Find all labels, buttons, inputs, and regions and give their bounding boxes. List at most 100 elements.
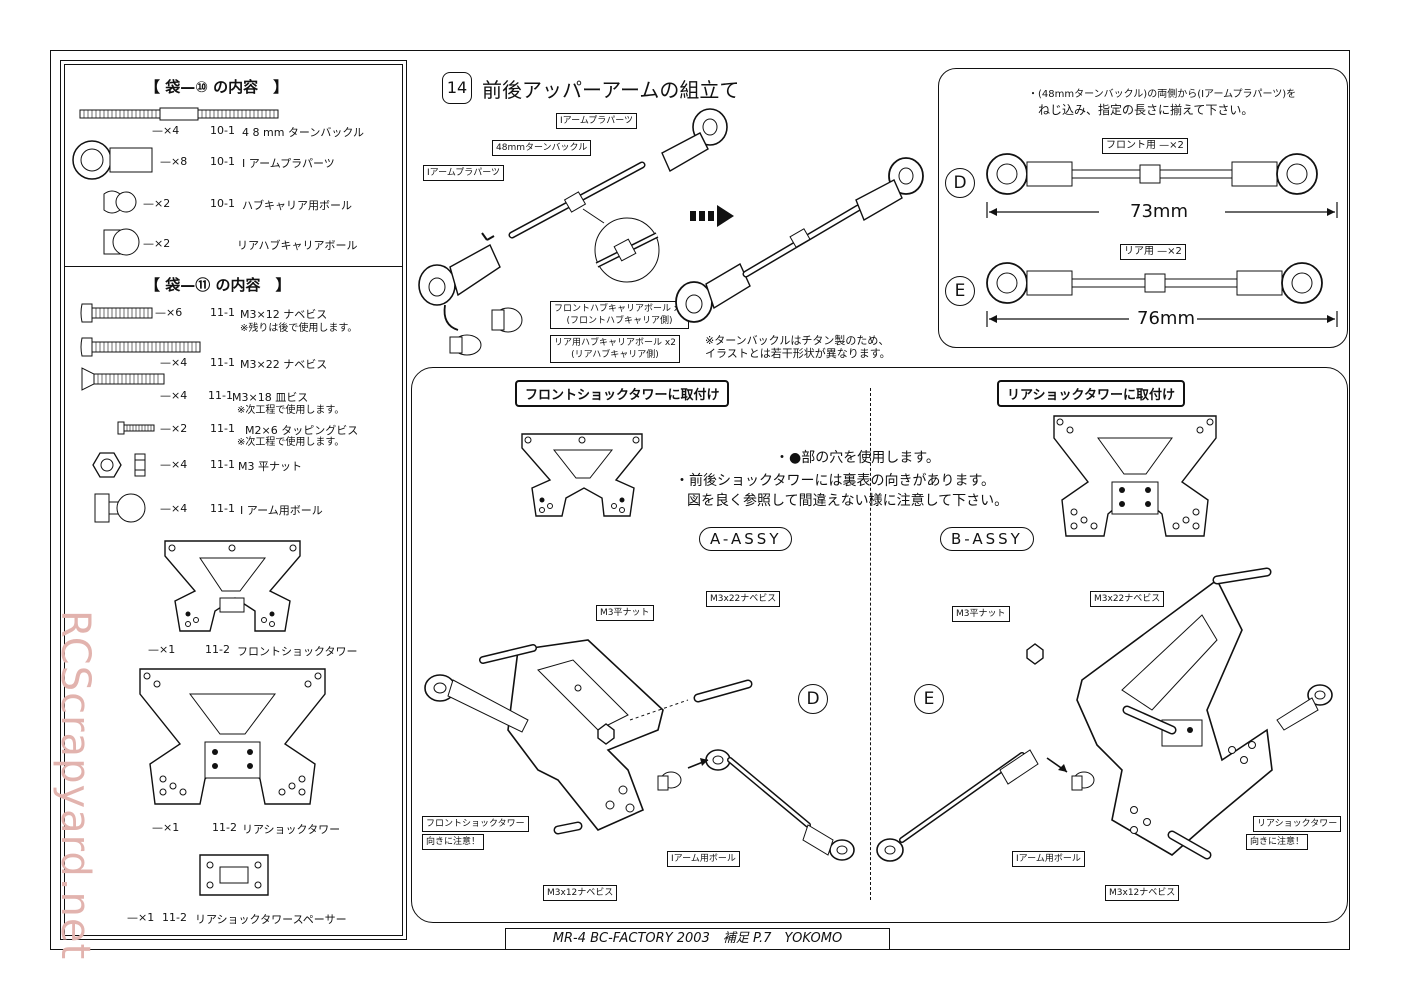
rear-length: 76mm [1137, 308, 1195, 329]
step-title: 前後アッパーアームの組立て [482, 78, 740, 102]
assembly-panel [411, 367, 1348, 923]
bag11-item1-code: 11-1 [210, 306, 235, 319]
label-i-arm-left: Iアームプラパーツ [423, 165, 505, 181]
label-i-arm-top: Iアームプラパーツ [556, 113, 638, 129]
bag10-item1-qty: —×4 [152, 124, 180, 137]
parts-list-inner [64, 64, 403, 936]
center-divider [870, 388, 871, 900]
m3x22-screw-icon [80, 337, 201, 357]
rear-label: リア用 —×2 [1120, 244, 1186, 260]
parts-divider [64, 266, 402, 267]
length-note-line2: ねじ込み、指定の長さに揃えて下さい。 [1038, 103, 1254, 117]
bag10-item1-code: 10-1 [210, 124, 235, 137]
m2x6-tapping-screw-icon [117, 421, 155, 435]
label-front-hub-ball: フロントハブキャリアボール x2 (フロントハブキャリア側) [550, 301, 689, 329]
bag11-item2-code: 11-1 [210, 356, 235, 369]
parts-list-panel [60, 60, 407, 940]
bag10-item2-qty: —×8 [160, 155, 188, 168]
watermark: RCScrapyard.net [52, 610, 98, 961]
assembly-note-line3: 図を良く参照して間違えない様に注意して下さい。 [687, 493, 1009, 509]
bag11-title: 【 袋—⑪ の内容 】 [145, 276, 291, 294]
bag10-title: 【 袋—⑩ の内容 】 [145, 78, 289, 96]
bag11-item5-name: M3 平ナット [238, 460, 302, 473]
bag10-item3-name: ハブキャリア用ボール [242, 199, 352, 212]
front-screw22-label: M3x22ナベビス [706, 591, 781, 607]
m3-nut-icon [92, 452, 146, 478]
b-assy-label: B-ASSY [940, 527, 1034, 551]
rear-screw12-label: M3x12ナベビス [1105, 885, 1180, 901]
bag10-item1-name: 4 8 mm ターンバックル [242, 126, 365, 139]
rear-caution-label: 向きに注意！ [1246, 834, 1309, 850]
rear-tower-label: リアショックタワー [1253, 816, 1342, 832]
label-front-hub-ball-text: フロントハブキャリアボール x2 [554, 304, 685, 314]
step-note-line2: イラストとは若干形状が異なります。 [705, 347, 891, 360]
bag11-item9-code: 11-2 [162, 911, 187, 924]
bag10-item3-code: 10-1 [210, 197, 235, 210]
bag11-item3-code: 11-1 [208, 389, 233, 402]
outer-frame [50, 50, 1350, 950]
bag11-item8-code: 11-2 [212, 821, 237, 834]
arrow-right-icon [690, 205, 734, 227]
front-length: 73mm [1130, 201, 1188, 222]
bag11-item6-code: 11-1 [210, 502, 235, 515]
bag11-item1-note: ※残りは後で使用します。 [240, 323, 358, 334]
front-turnbuckle-drawing [986, 153, 1338, 218]
bag11-item4-name: M2×6 タッピングビス [245, 424, 359, 437]
bag11-item8-name: リアショックタワー [242, 823, 341, 836]
bag11-item3-qty: —×4 [160, 389, 188, 402]
label-rear-hub-ball-sub: (リアハブキャリア側) [571, 350, 659, 360]
bag11-item6-qty: —×4 [160, 502, 188, 515]
bag10-item3-qty: —×2 [143, 197, 171, 210]
rear-shock-tower-part-icon [139, 668, 326, 805]
assembly-note-line2: ・前後ショックタワーには裏表の向きがあります。 [675, 473, 996, 489]
bag11-item6-name: I アーム用ボール [240, 504, 323, 517]
rear-assembly-drawing [876, 567, 1333, 862]
rear-hub-ball-icon [103, 228, 140, 256]
step-note-line1: ※ターンバックルはチタン製のため、 [705, 334, 890, 347]
bag10-item4-name: リアハブキャリアボール [237, 239, 358, 252]
letter-e-circle: E [945, 276, 975, 306]
assembled-upper-arm-drawing [675, 157, 924, 323]
front-caution-label: 向きに注意！ [422, 834, 485, 850]
front-tower-preview-drawing [521, 433, 643, 517]
rear-shock-tower-spacer-icon [199, 854, 269, 896]
i-arm-part-icon [72, 140, 153, 180]
front-screw12-label: M3x12ナベビス [543, 885, 618, 901]
front-assembly-drawing [424, 639, 855, 861]
m3x12-screw-icon [80, 303, 153, 323]
step-number-box: 14 [442, 72, 472, 104]
bag10-item2-name: I アームプラパーツ [242, 157, 335, 170]
bag11-item9-qty: —×1 [127, 911, 155, 924]
front-label: フロント用 —×2 [1102, 138, 1188, 154]
bag11-item5-qty: —×4 [160, 458, 188, 471]
front-nut-label: M3平ナット [596, 605, 654, 621]
bag11-item7-qty: —×1 [148, 643, 176, 656]
label-front-hub-ball-sub: (フロントハブキャリア側) [566, 316, 673, 326]
rear-turnbuckle-drawing [986, 262, 1338, 327]
front-ball-label: Iアーム用ボール [667, 851, 740, 867]
bag11-item8-qty: —×1 [152, 821, 180, 834]
bag10-item2-code: 10-1 [210, 155, 235, 168]
i-arm-ball-icon [94, 493, 146, 523]
label-rear-hub-ball-text: リア用ハブキャリアボール x2 [554, 338, 676, 348]
rear-screw22-label: M3x22ナベビス [1090, 591, 1165, 607]
turnbuckle-part-icon [79, 107, 279, 121]
bag11-item4-qty: —×2 [160, 422, 188, 435]
front-tower-label: フロントショックタワー [422, 816, 529, 832]
front-header: フロントショックタワーに取付け [515, 380, 730, 407]
bag11-item7-code: 11-2 [205, 643, 230, 656]
bag11-item4-note: ※次工程で使用します。 [237, 437, 345, 448]
rear-header: リアショックタワーに取付け [997, 380, 1185, 407]
bag11-item2-name: M3×22 ナベビス [240, 358, 328, 371]
bag10-item4-qty: —×2 [143, 237, 171, 250]
rear-tower-preview-drawing [1053, 415, 1217, 537]
bag11-item4-code: 11-1 [210, 422, 235, 435]
label-rear-hub-ball: リア用ハブキャリアボール x2 (リアハブキャリア側) [550, 335, 680, 363]
label-turnbuckle: 48mmターンバックル [492, 140, 592, 156]
rear-e-circle: E [914, 684, 944, 714]
letter-d-circle: D [945, 168, 975, 198]
assembly-note-line1: ・●部の穴を使用します。 [775, 450, 940, 466]
rear-ball-label: Iアーム用ボール [1012, 851, 1085, 867]
front-d-circle: D [798, 684, 828, 714]
bag11-item5-code: 11-1 [210, 458, 235, 471]
